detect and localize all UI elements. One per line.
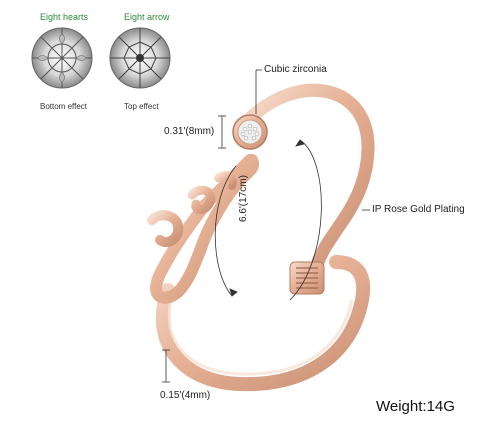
diameter-indicator <box>214 139 322 301</box>
eight-arrow-label: Eight arrow <box>124 12 170 22</box>
top-effect-gem-icon <box>109 27 171 89</box>
bangle-body <box>155 83 375 392</box>
plating-label: IP Rose Gold Plating <box>372 204 465 215</box>
weight-label: Weight:14G <box>376 398 455 415</box>
top-effect-label: Top effect <box>124 102 159 111</box>
annotation-leader-lines <box>162 69 370 383</box>
eight-hearts-label: Eight hearts <box>40 12 89 22</box>
bottom-effect-label: Bottom effect <box>40 102 87 111</box>
cubic-zirconia-label: Cubic zirconia <box>264 64 327 75</box>
band-width-label: 0.15'(4mm) <box>160 390 211 401</box>
stone-size-label: 0.31'(8mm) <box>164 126 215 137</box>
bottom-effect-gem-icon <box>31 27 93 89</box>
diameter-label: 6.6'(17cm) <box>238 175 249 222</box>
cubic-zirconia-disc-icon <box>232 114 268 150</box>
